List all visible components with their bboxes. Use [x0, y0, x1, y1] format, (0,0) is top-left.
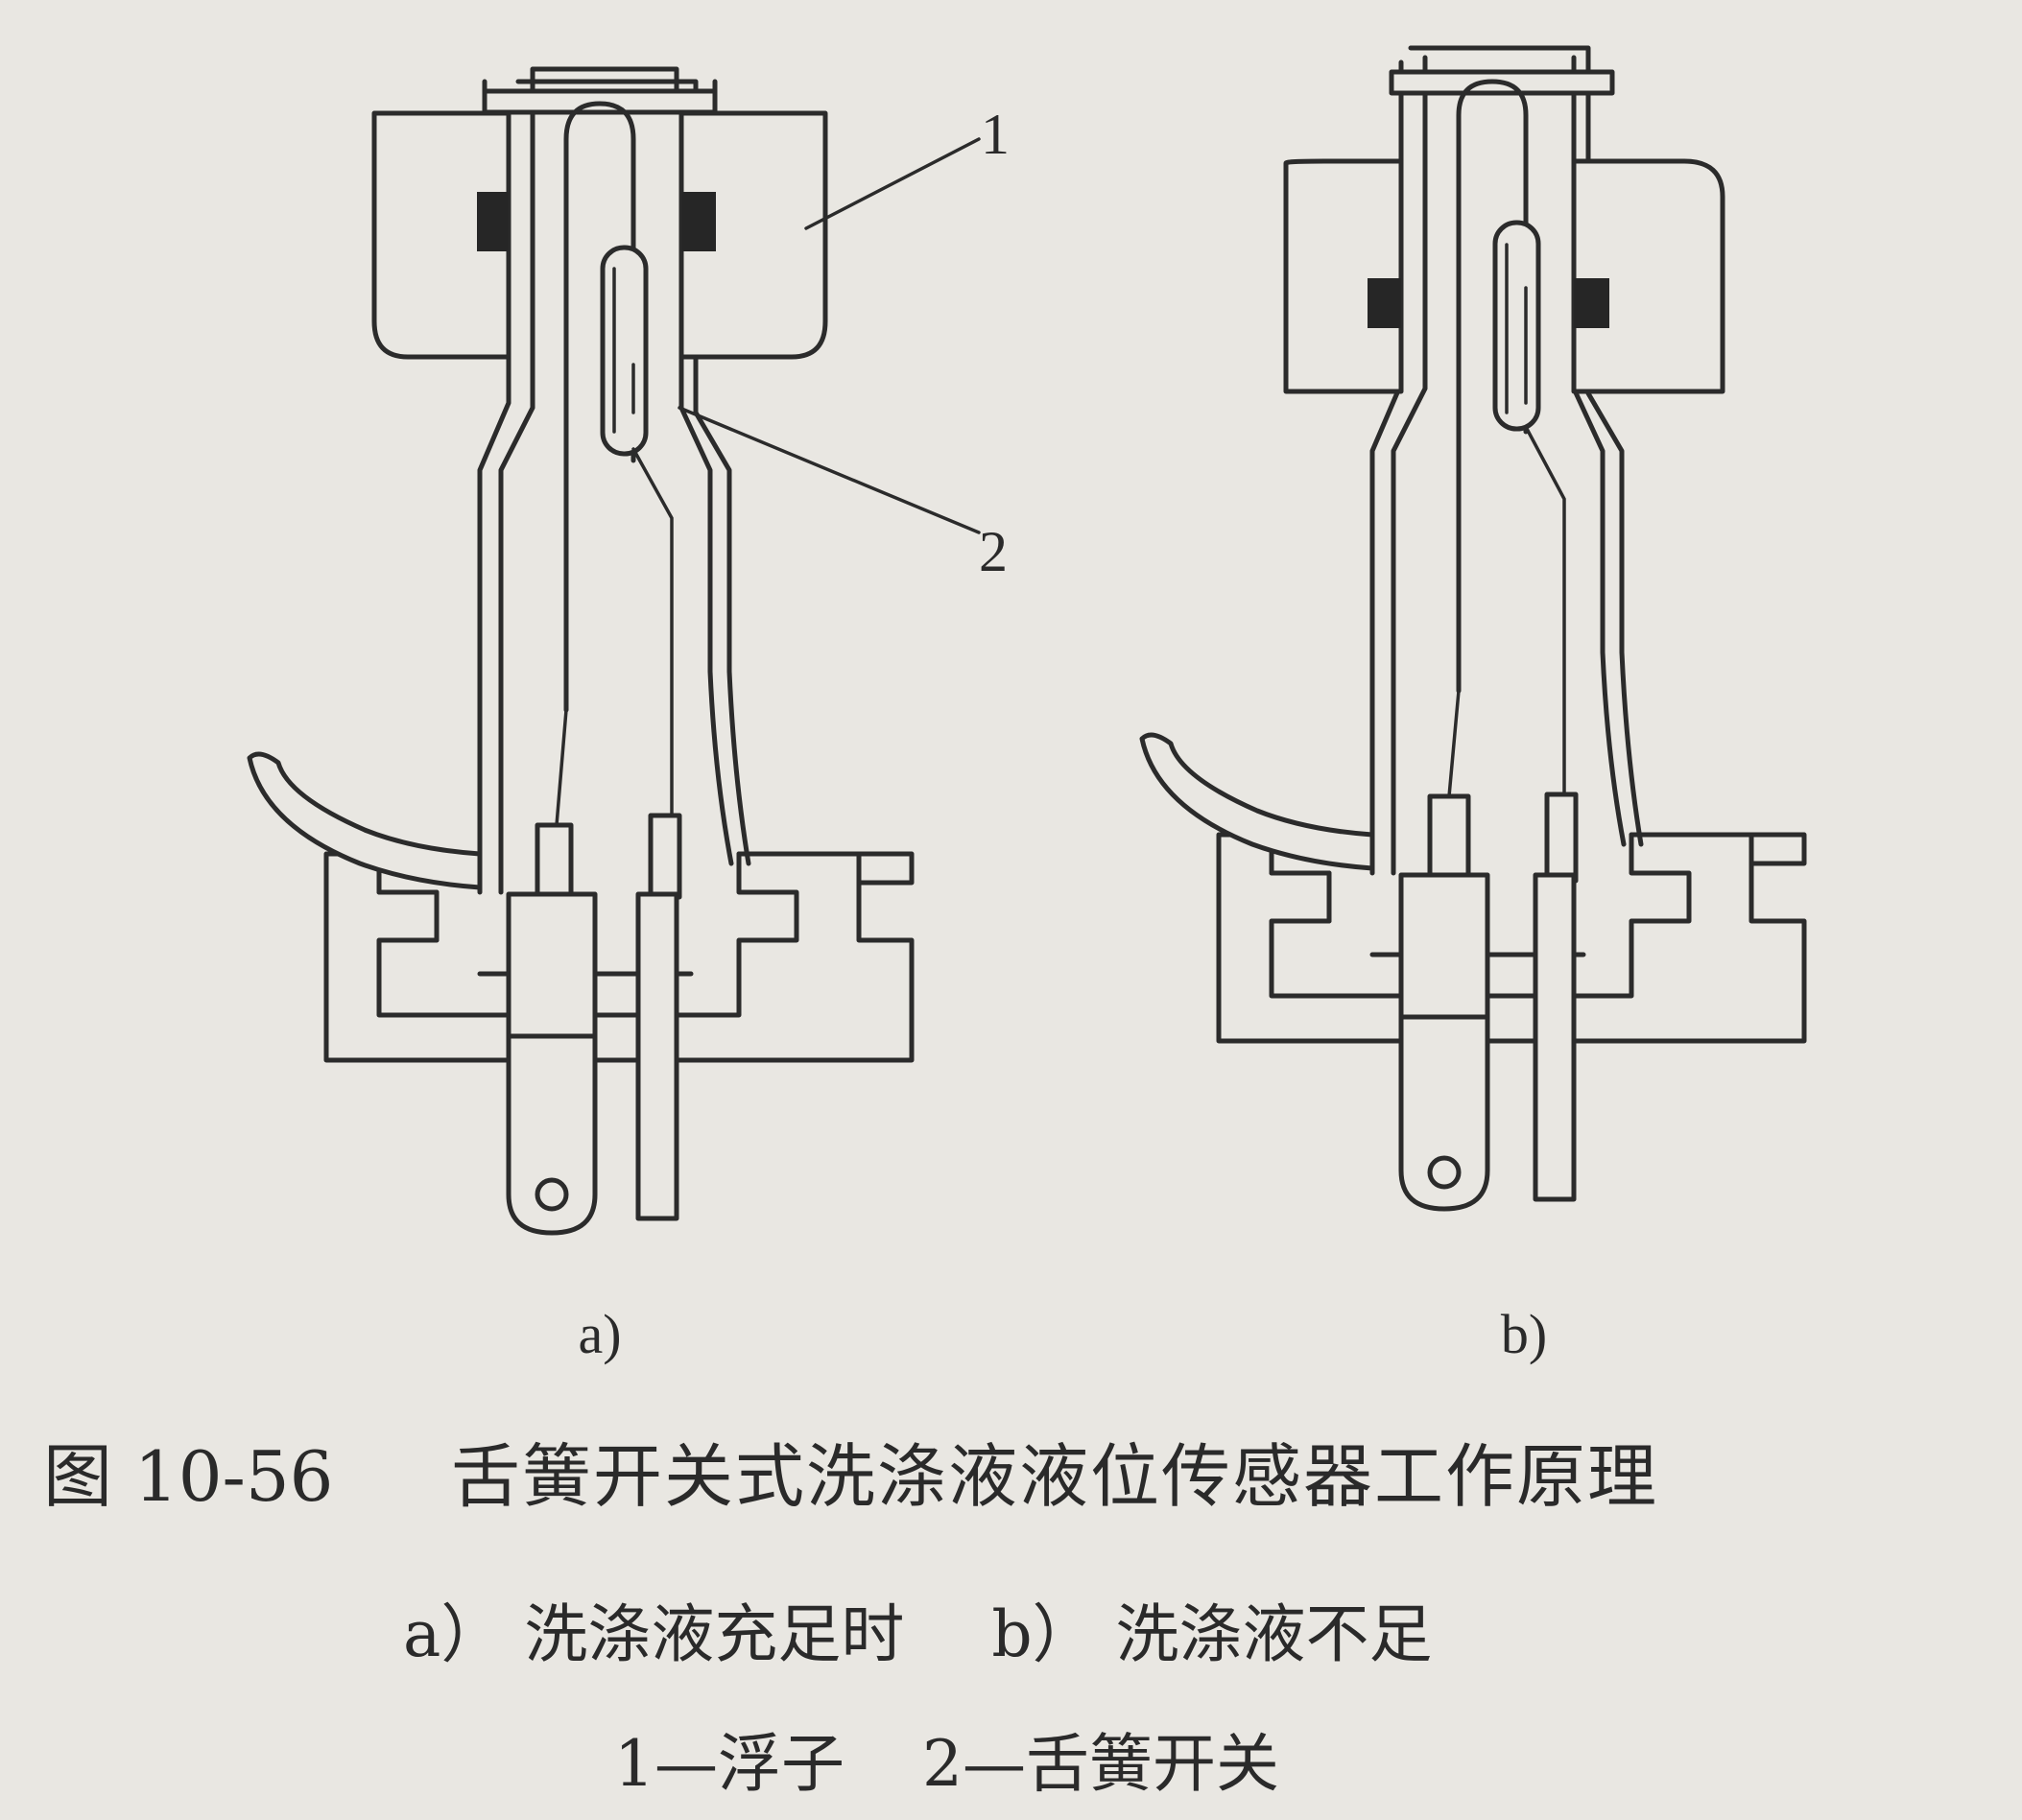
figure-title: 舌簧开关式洗涤液液位传感器工作原理	[451, 1436, 1659, 1517]
figure-number: 图 10-56	[43, 1436, 334, 1517]
panel-a-caption: a） 洗涤液充足时	[403, 1597, 905, 1671]
reed-switch-a	[555, 245, 674, 827]
reed-switch-b	[1447, 220, 1566, 798]
panel-b-label: b)	[1501, 1303, 1547, 1365]
legend: 1—浮子 2—舌簧开关	[614, 1713, 1337, 1805]
panel-b: b)	[1139, 45, 1807, 1365]
float-a	[371, 110, 828, 360]
hose-a	[247, 751, 483, 890]
callout-1-label: 1	[981, 103, 1010, 166]
hose-b	[1139, 732, 1375, 871]
float-b	[1283, 158, 1725, 394]
panel-captions: a） 洗涤液充足时 b） 洗涤液不足	[403, 1583, 1500, 1675]
panel-b-caption: b） 洗涤液不足	[991, 1597, 1433, 1671]
legend-item-reed-switch: 2—舌簧开关	[921, 1727, 1279, 1801]
base-housing-a	[323, 851, 915, 1063]
panel-a-label: a)	[578, 1303, 621, 1365]
base-housing-b	[1216, 832, 1807, 1044]
terminals-b	[1398, 792, 1579, 1212]
inner-tube-b	[1456, 79, 1529, 694]
panel-a: 1 2 a)	[247, 66, 1010, 1365]
inner-tube-a	[563, 101, 636, 713]
callouts-a: 1 2	[678, 103, 1010, 583]
legend-item-float: 1—浮子	[614, 1727, 844, 1801]
callout-2-label: 2	[979, 520, 1008, 583]
terminals-a	[506, 813, 682, 1236]
